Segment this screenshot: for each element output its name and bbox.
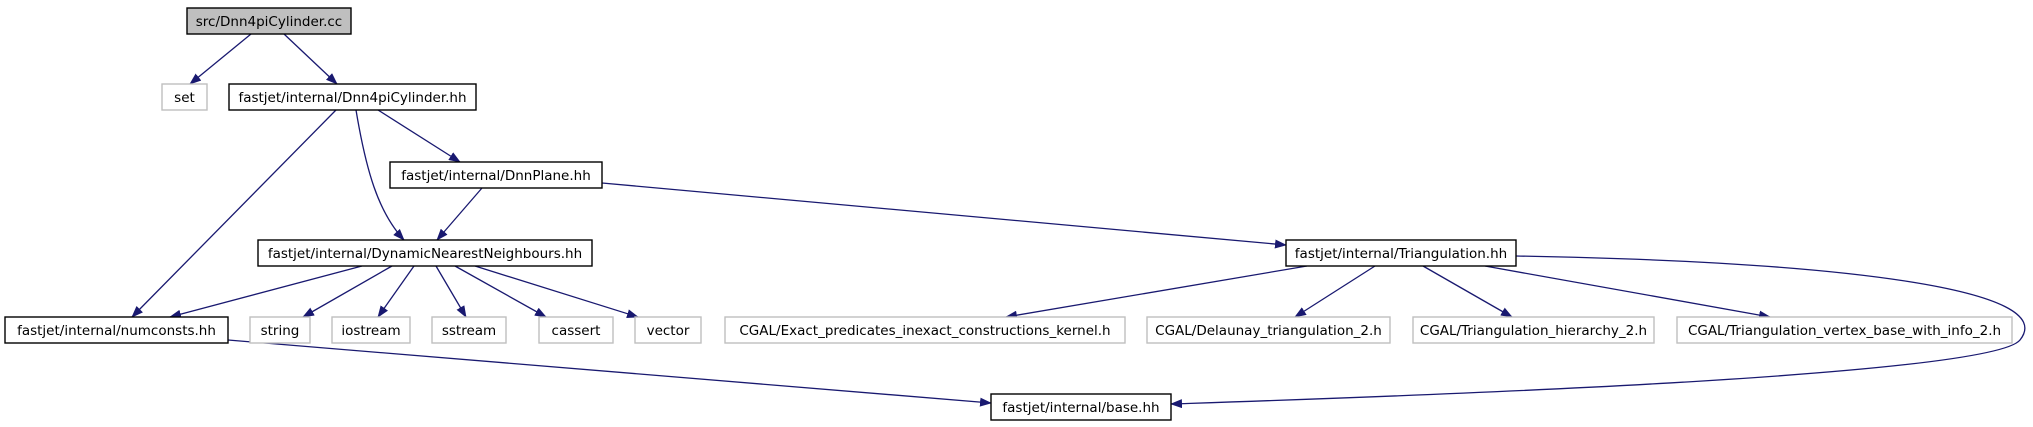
node-numconsts[interactable]: fastjet/internal/numconsts.hh [4, 316, 229, 344]
node-label: fastjet/internal/DynamicNearestNeighbour… [268, 246, 582, 262]
node-triang[interactable]: fastjet/internal/Triangulation.hh [1285, 239, 1517, 267]
node-box [228, 83, 477, 111]
edge-dnn4pi-to-numconsts [131, 109, 337, 318]
edge-dnnplane-to-dnn [436, 187, 483, 241]
node-label: src/Dnn4piCylinder.cc [196, 14, 342, 30]
node-label: CGAL/Triangulation_vertex_base_with_info… [1688, 323, 2001, 339]
node-label: fastjet/internal/base.hh [1002, 400, 1159, 416]
node-sstream: sstream [431, 316, 507, 344]
node-label: iostream [341, 323, 400, 339]
edges-layer [131, 33, 2026, 409]
node-box [257, 239, 593, 267]
node-box [4, 316, 229, 344]
node-box [249, 316, 311, 344]
node-label: fastjet/internal/numconsts.hh [17, 323, 216, 339]
node-label: fastjet/internal/DnnPlane.hh [401, 168, 591, 184]
node-label: sstream [442, 323, 496, 339]
node-label: fastjet/internal/Triangulation.hh [1295, 246, 1507, 262]
edge-triang-to-cgal_delaunay [1294, 265, 1376, 318]
node-set: set [161, 83, 208, 111]
edge-dnn-to-vector [474, 265, 639, 319]
node-cgal-vertex: CGAL/Triangulation_vertex_base_with_info… [1676, 316, 2013, 344]
node-box [1285, 239, 1517, 267]
node-cgal-exact: CGAL/Exact_predicates_inexact_constructi… [724, 316, 1126, 344]
node-base[interactable]: fastjet/internal/base.hh [990, 393, 1172, 421]
node-vector: vector [634, 316, 702, 344]
node-dnnplane[interactable]: fastjet/internal/DnnPlane.hh [389, 161, 603, 189]
edge-dnn4pi-to-dnn [355, 109, 405, 241]
edge-dnn-to-string [302, 265, 393, 318]
node-dnn4pi[interactable]: fastjet/internal/Dnn4piCylinder.hh [228, 83, 477, 111]
node-box [389, 161, 603, 189]
node-cgal-hier: CGAL/Triangulation_hierarchy_2.h [1412, 316, 1655, 344]
edge-triang-to-cgal_vertex [1484, 265, 1771, 320]
node-box [431, 316, 507, 344]
node-root[interactable]: src/Dnn4piCylinder.cc [186, 7, 352, 35]
edge-numconsts-to-base [227, 339, 992, 407]
node-label: fastjet/internal/Dnn4piCylinder.hh [238, 90, 466, 106]
node-label: vector [647, 323, 690, 339]
node-box [538, 316, 614, 344]
node-box [1676, 316, 2013, 344]
node-label: cassert [552, 323, 601, 339]
edge-root-to-set [189, 33, 252, 85]
node-label: set [174, 90, 195, 106]
node-iostream: iostream [331, 316, 411, 344]
node-box [1412, 316, 1655, 344]
node-box [724, 316, 1126, 344]
node-box [331, 316, 411, 344]
node-box [161, 83, 208, 111]
node-string: string [249, 316, 311, 344]
node-label: CGAL/Delaunay_triangulation_2.h [1155, 323, 1382, 339]
edge-dnn-to-cassert [454, 265, 547, 318]
node-label: CGAL/Exact_predicates_inexact_constructi… [739, 323, 1110, 339]
node-cassert: cassert [538, 316, 614, 344]
edge-triang-to-base [1170, 255, 2026, 409]
node-box [186, 7, 352, 35]
node-box [634, 316, 702, 344]
edge-triang-to-cgal_exact [1005, 265, 1308, 320]
edge-dnn-to-iostream [377, 265, 415, 318]
edge-root-to-dnn4pi [283, 33, 338, 85]
nodes-layer: src/Dnn4piCylinder.cc set fastjet/internal… [4, 7, 2013, 421]
node-label: CGAL/Triangulation_hierarchy_2.h [1420, 323, 1647, 339]
edge-dnnplane-to-triang [601, 182, 1287, 249]
edge-dnn4pi-to-dnnplane [377, 109, 461, 163]
edge-dnn-to-sstream [435, 265, 467, 318]
node-box [1146, 316, 1391, 344]
node-label: string [261, 323, 300, 339]
edge-dnn-to-numconsts [169, 265, 363, 319]
node-cgal-delaunay: CGAL/Delaunay_triangulation_2.h [1146, 316, 1391, 344]
node-dnn[interactable]: fastjet/internal/DynamicNearestNeighbour… [257, 239, 593, 267]
edge-triang-to-cgal_hier [1422, 265, 1513, 318]
node-box [990, 393, 1172, 421]
